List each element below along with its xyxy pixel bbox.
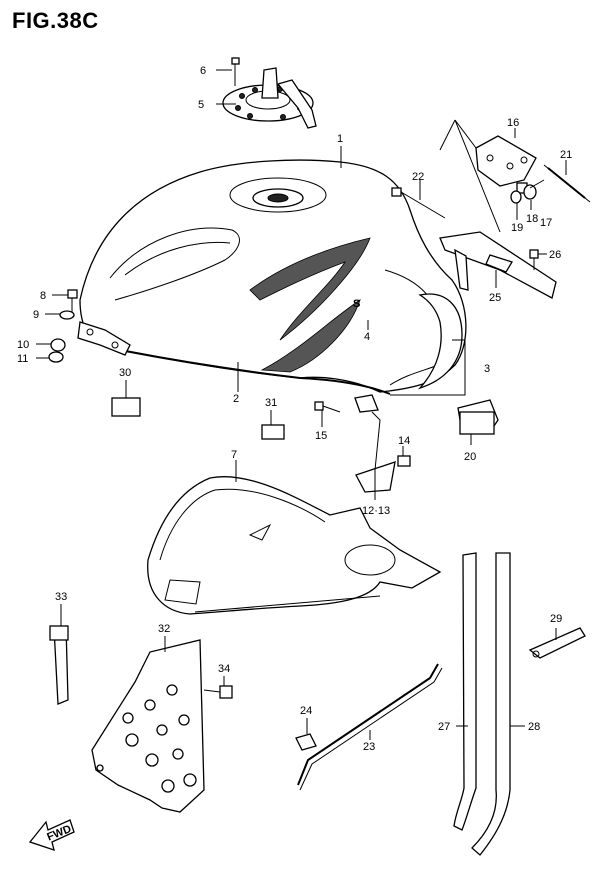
callout-25: 25 [489,292,501,304]
callout-21: 21 [560,149,572,161]
callout-labels: 1 2 3 4 5 6 7 8 9 10 11 12·13 14 15 16 1… [17,65,572,753]
callout-17: 17 [540,217,552,229]
callout-30: 30 [119,367,131,379]
bolt-34[interactable] [203,685,233,699]
callout-27: 27 [438,721,450,733]
tank-bolt[interactable] [391,187,446,219]
washer-9[interactable] [59,310,75,320]
callout-33: 33 [55,591,67,603]
bracket-29[interactable] [528,627,586,659]
callout-34: 34 [218,663,230,675]
callout-5: 5 [198,99,204,111]
fwd-label: FWD [45,823,73,844]
hose-28[interactable] [471,552,511,856]
tank-under-cover[interactable] [147,476,442,615]
tank-bracket[interactable] [439,231,557,299]
callout-19: 19 [511,222,523,234]
pad-31[interactable] [261,424,285,440]
callout-28: 28 [528,721,540,733]
callout-9: 9 [33,309,39,321]
rubber-block[interactable] [457,399,499,435]
figure-title: FIG.38C [12,8,99,33]
rod-23[interactable] [297,663,443,791]
heat-shield[interactable] [91,639,205,813]
callout-11: 11 [17,353,28,365]
callout-10: 10 [17,339,29,351]
callout-2: 2 [233,393,239,405]
callout-23: 23 [363,741,375,753]
bracket-plate[interactable] [475,135,537,187]
callout-15: 15 [315,430,327,442]
callout-8: 8 [40,290,46,302]
callout-29: 29 [550,613,562,625]
forward-arrow: FWD [28,819,75,851]
fuel-cap-assembly[interactable] [222,67,317,129]
cushion-10[interactable] [50,338,66,352]
callout-32: 32 [158,623,170,635]
nut-11[interactable] [48,351,64,363]
clip-14[interactable] [397,455,411,467]
rear-tab [354,394,379,413]
callout-16: 16 [507,117,519,129]
hose-27[interactable] [453,552,477,831]
callout-18: 18 [526,213,538,225]
callout-7: 7 [231,449,237,461]
callout-24: 24 [300,705,312,717]
callout-12-13: 12·13 [362,505,390,517]
fuel-tank[interactable]: S [79,159,467,395]
callout-3: 3 [484,363,490,375]
strap[interactable] [49,625,69,705]
pad-30[interactable] [111,397,141,417]
callout-20: 20 [464,451,476,463]
callout-6: 6 [200,65,206,77]
callout-22: 22 [412,171,424,183]
side-cover[interactable] [417,293,463,390]
bolt-15[interactable] [314,401,341,413]
clip-24[interactable] [295,733,317,751]
callout-14: 14 [398,435,410,447]
cap-bolt[interactable] [231,57,240,86]
washer-bushing-set[interactable] [510,182,537,204]
tank-mount-tab [77,321,131,356]
leader-lines [36,69,567,740]
callout-31: 31 [265,397,277,409]
callout-1: 1 [337,133,343,145]
callout-26: 26 [549,249,561,261]
rod[interactable] [543,164,591,203]
callout-4: 4 [364,331,370,343]
svg-text:S: S [353,298,360,310]
bolt-8[interactable] [67,289,78,312]
